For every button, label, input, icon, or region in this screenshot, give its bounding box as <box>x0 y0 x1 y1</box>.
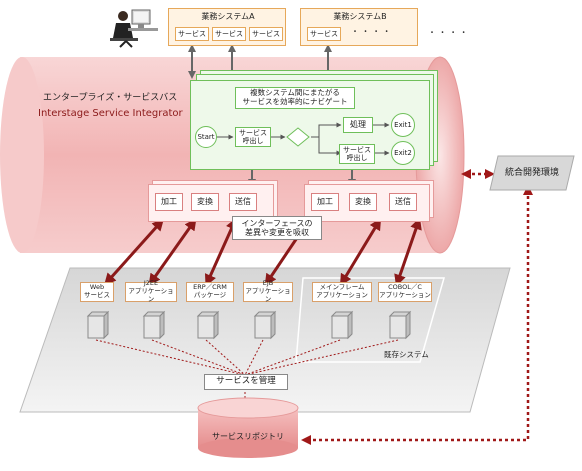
service-button-a1[interactable]: サービス <box>175 27 209 41</box>
flow-process-node[interactable]: 処理 <box>343 117 373 133</box>
convert-button-left[interactable]: 変換 <box>191 193 219 211</box>
business-system-a-title: 業務システムA <box>201 12 255 22</box>
manage-services-label: サービスを管理 <box>204 374 288 390</box>
flow-exit1-node[interactable]: Exit1 <box>391 113 415 137</box>
flow-box: 複数システム間にまたがる サービスを効率的にナビゲート Start サービス 呼… <box>190 80 430 170</box>
flow-connectors <box>215 122 390 156</box>
app-j2ee[interactable]: J2EE アプリケーション <box>125 279 177 303</box>
flow-start-node[interactable]: Start <box>195 126 217 148</box>
convert-button-right[interactable]: 変換 <box>349 193 377 211</box>
dev-env-label: 統合開発環境 <box>504 167 559 178</box>
transform-button-right[interactable]: 加工 <box>311 193 339 211</box>
app-erp-crm[interactable]: ERP／CRM パッケージ <box>186 282 234 302</box>
transform-button-left[interactable]: 加工 <box>155 193 183 211</box>
business-system-a: 業務システムA サービス サービス サービス <box>168 8 286 46</box>
app-mainframe[interactable]: メインフレーム アプリケーション <box>312 282 372 302</box>
esb-title-en: Interstage Service Integrator <box>38 108 183 119</box>
business-system-b-dots: ・ ・ ・ ・ <box>351 27 391 36</box>
esb-title-jp: エンタープライズ・サービスバス <box>43 93 178 103</box>
flow-exit2-node[interactable]: Exit2 <box>391 141 415 165</box>
service-button-b1[interactable]: サービス <box>307 27 341 41</box>
repository-label[interactable]: サービスリポジトリ <box>212 432 284 442</box>
app-cobol-c[interactable]: COBOL／C アプリケーション <box>378 282 432 302</box>
flow-service-call-2[interactable]: サービス 呼出し <box>339 144 375 164</box>
business-system-b: 業務システムB サービス ・ ・ ・ ・ <box>300 8 418 46</box>
dev-env-shape <box>489 155 575 191</box>
service-button-a3[interactable]: サービス <box>249 27 283 41</box>
app-web-service[interactable]: Web サービス <box>80 282 114 302</box>
flow-service-call-1[interactable]: サービス 呼出し <box>235 127 271 147</box>
app-ejb[interactable]: EJB アプリケーション <box>243 279 293 303</box>
interface-box-left: 加工 変換 送信 <box>148 184 274 222</box>
service-button-a2[interactable]: サービス <box>212 27 246 41</box>
flow-caption: 複数システム間にまたがる サービスを効率的にナビゲート <box>235 87 355 109</box>
more-systems-dots: ・ ・ ・ ・ <box>428 28 468 37</box>
dev-env-box[interactable]: 統合開発環境 <box>488 154 576 192</box>
send-button-left[interactable]: 送信 <box>229 193 257 211</box>
existing-systems-label: 既存システム <box>384 350 429 359</box>
interface-box-right: 加工 変換 送信 <box>304 184 430 222</box>
send-button-right[interactable]: 送信 <box>389 193 417 211</box>
repository-cylinder <box>197 397 299 458</box>
interface-caption: インターフェースの 差異や変更を吸収 <box>232 216 322 240</box>
business-system-b-title: 業務システムB <box>333 12 387 22</box>
user-pc-icon <box>110 9 158 48</box>
